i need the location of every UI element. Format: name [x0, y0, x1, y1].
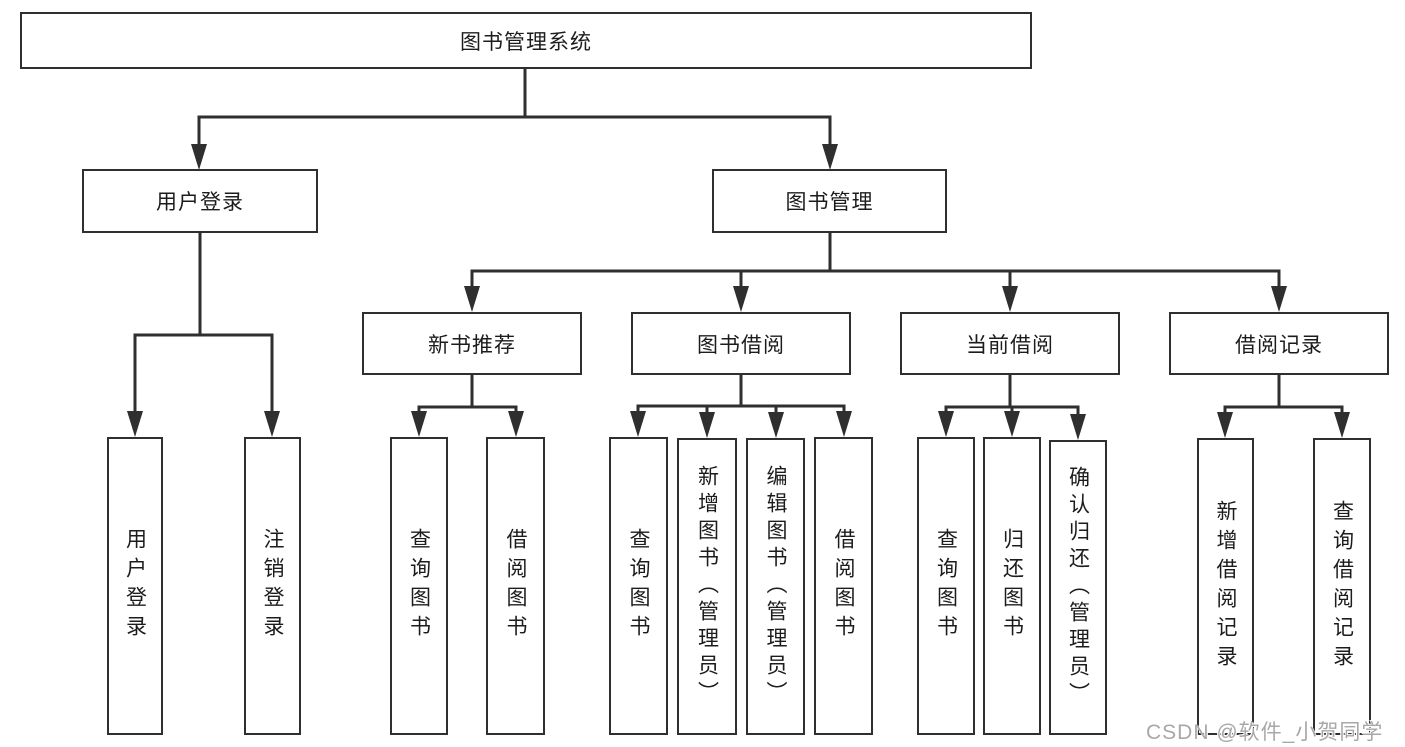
node-book-borrow: 图书借阅 — [631, 312, 851, 375]
leaf-add-book-admin: 新增图书（管理员） — [677, 438, 737, 735]
node-user-login-group-label: 用户登录 — [156, 191, 244, 214]
leaf-edit-book-admin-label: 编辑图书（管理员） — [764, 465, 787, 708]
leaf-borrow-query-books: 查询图书 — [609, 437, 668, 735]
leaf-borrow-books-label: 借阅图书 — [832, 528, 855, 644]
leaf-edit-book-admin: 编辑图书（管理员） — [746, 438, 805, 735]
node-borrow-records: 借阅记录 — [1169, 312, 1389, 375]
node-current-borrow-label: 当前借阅 — [966, 333, 1054, 357]
node-user-login-group: 用户登录 — [82, 169, 318, 233]
leaf-recommend-query-books-label: 查询图书 — [407, 528, 431, 644]
leaf-query-borrow-record: 查询借阅记录 — [1313, 438, 1371, 735]
node-borrow-records-label: 借阅记录 — [1235, 333, 1323, 357]
leaf-query-borrow-record-label: 查询借阅记录 — [1330, 499, 1354, 674]
node-current-borrow: 当前借阅 — [900, 312, 1120, 375]
leaf-return-books-label: 归还图书 — [1000, 528, 1024, 644]
node-book-management-label: 图书管理 — [785, 191, 874, 214]
leaf-add-borrow-record: 新增借阅记录 — [1197, 438, 1254, 735]
leaf-recommend-borrow-books-label: 借阅图书 — [504, 528, 527, 644]
leaf-add-borrow-record-label: 新增借阅记录 — [1214, 499, 1237, 674]
leaf-recommend-query-books: 查询图书 — [390, 437, 448, 735]
node-book-management: 图书管理 — [712, 169, 947, 233]
leaf-user-login: 用户登录 — [107, 437, 163, 735]
node-root: 图书管理系统 — [20, 12, 1032, 69]
leaf-recommend-borrow-books: 借阅图书 — [486, 437, 545, 735]
node-new-book-recommend-label: 新书推荐 — [428, 333, 516, 357]
leaf-current-query-books-label: 查询图书 — [934, 528, 958, 644]
csdn-watermark: CSDN @软件_小贺同学 — [1146, 721, 1384, 744]
node-new-book-recommend: 新书推荐 — [362, 312, 582, 375]
node-root-label: 图书管理系统 — [460, 30, 592, 54]
leaf-add-book-admin-label: 新增图书（管理员） — [695, 465, 719, 708]
node-book-borrow-label: 图书借阅 — [697, 333, 785, 357]
leaf-confirm-return-admin-label: 确认归还（管理员） — [1066, 466, 1090, 709]
leaf-current-query-books: 查询图书 — [917, 437, 975, 735]
leaf-logout: 注销登录 — [244, 437, 301, 735]
leaf-borrow-books: 借阅图书 — [814, 437, 873, 735]
leaf-return-books: 归还图书 — [983, 437, 1041, 735]
leaf-user-login-label: 用户登录 — [123, 528, 147, 644]
leaf-borrow-query-books-label: 查询图书 — [627, 528, 650, 644]
leaf-logout-label: 注销登录 — [261, 528, 284, 644]
leaf-confirm-return-admin: 确认归还（管理员） — [1049, 440, 1107, 735]
